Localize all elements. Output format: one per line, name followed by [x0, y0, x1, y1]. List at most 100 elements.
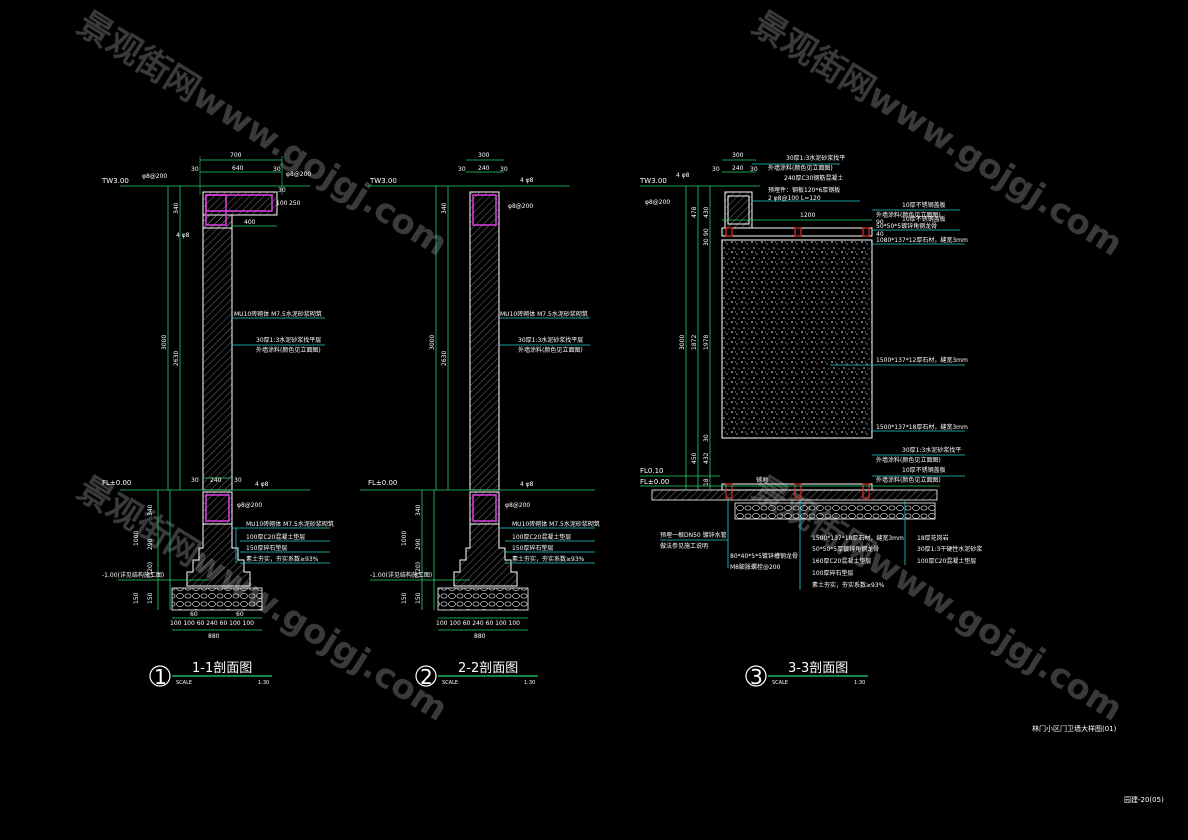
s3-fl1: FL0.10: [640, 467, 664, 475]
s1-n2: 100厚C20混凝土垫层: [246, 533, 305, 541]
s1-n3: 150厚碎石垫层: [246, 544, 287, 552]
wall-1-body: [202, 214, 233, 491]
s1-scale-value: 1:30: [258, 680, 269, 686]
s3-bl1: 预埋一根DN50 镀锌水管: [660, 531, 727, 539]
s1-low-4: 4 φ8: [255, 481, 269, 488]
steel-bracket-1: [725, 227, 733, 237]
s1-mid2b: 外墙涂料(颜色见立面图): [256, 346, 321, 354]
s1-dim-low-b: 240: [210, 477, 222, 484]
s1-dim-foot-parts: 100 100 60 240 60 100 100: [170, 620, 254, 627]
s2-n2: 100厚C20混凝土垫层: [512, 533, 571, 541]
s2-mid1: MU10砖砌体 M7.5水泥砂浆砌筑: [500, 310, 588, 318]
wall-2-gravel: [437, 587, 529, 611]
footer: 林门小区门卫墙大样图(01) 园建-20(05): [1032, 724, 1164, 804]
s3-t1: 30厚1:3水泥砂浆找平: [786, 154, 845, 162]
s1-low-bar: φ8@200: [237, 502, 262, 509]
s1-mid2a: 30厚1:3水泥砂浆找平层: [256, 336, 321, 344]
wall-3-cap: [724, 191, 753, 229]
s1-dim-h-total: 3000: [161, 335, 168, 350]
base-gravel: [734, 502, 936, 520]
steel-bracket-5: [794, 483, 802, 499]
s3-r7: 1500*137*18厚石材，缝宽3mm: [876, 423, 968, 431]
wall-1-beam: [202, 491, 233, 525]
s2-dim-f5: 150: [401, 592, 408, 604]
s3-r10: 10厚不锈钢盖板: [902, 466, 946, 474]
s3-br2: 30厚1:3干硬性水泥砂浆: [917, 545, 982, 553]
s2-n4: 素土夯实，夯实系数≥93%: [512, 555, 585, 563]
s3-dim-w40: 40: [876, 231, 884, 238]
s3-dim-v-low3: 18: [703, 478, 710, 486]
wall-2-cap-rebar: [472, 194, 497, 226]
s3-dim-v-low1: 450: [691, 452, 698, 464]
s2-tw: TW3.00: [369, 177, 397, 185]
s3-t2: 外墙涂料(颜色见立面图): [768, 164, 833, 172]
wall-3-cap-rebar: [727, 195, 750, 225]
s2-dim-top-b: 240: [478, 165, 490, 172]
s1-dim-right-a: 30: [278, 187, 286, 194]
s1-title-block: 1 1-1剖面图 SCALE 1:30: [149, 661, 272, 689]
s1-bar-4: 4 φ8: [176, 232, 190, 239]
s2-dim-f6: 150: [415, 592, 422, 604]
s3-br1: 18厚花岗岩: [917, 534, 949, 542]
s2-dim-top-total: 300: [478, 152, 490, 159]
wall-2-beam: [469, 491, 500, 525]
s1-fl: FL±0.00: [102, 479, 131, 487]
s3-fl2: FL±0.00: [640, 478, 669, 486]
s1-tw: TW3.00: [101, 177, 129, 185]
s2-bar-4: 4 φ8: [520, 177, 534, 184]
s1-dim-cap-h1: 340: [173, 202, 180, 214]
section-2-2: TW3.00 FL±0.00 -1.00(详见结构施工图) 4 φ8 φ8@20…: [360, 152, 600, 689]
s3-title-block: 3 3-3剖面图 SCALE 1:30: [745, 661, 868, 689]
s2-mid2b: 外墙涂料(颜色见立面图): [518, 346, 583, 354]
s2-dim-foot-parts: 100 100 60 240 60 100 100: [436, 620, 520, 627]
s1-dim-top-a: 30: [191, 166, 199, 173]
s3-dim-top-c: 30: [750, 166, 758, 173]
s3-dim-top-a: 30: [712, 166, 720, 173]
s2-dim-f4: (120): [415, 562, 422, 578]
s3-r6: 1500*137*12厚石材，缝宽3mm: [876, 356, 968, 364]
s2-dim-top-c: 30: [500, 166, 508, 173]
s2-low-4: 4 φ8: [520, 481, 534, 488]
s3-br3: 100厚C20混凝土垫层: [917, 557, 976, 565]
wall-3-top-plate: [721, 227, 873, 237]
s1-dim-foot-w: 880: [208, 633, 220, 640]
s2-scale-value: 1:30: [524, 680, 535, 686]
s2-number: 2: [420, 665, 433, 689]
wall-1-gravel: [171, 587, 263, 611]
section-1-1: TW3.00 FL±0.00 -1.00(详见结构施工图) φ8@200 φ8@…: [101, 152, 334, 689]
s2-dim-cap-h1: 340: [441, 202, 448, 214]
s3-b2: 50*50*5厚镀锌角钢龙骨: [812, 545, 879, 553]
s1-dim-f6: 150: [147, 592, 154, 604]
s3-dim-v4: 30: [703, 238, 710, 246]
s1-dim-right-c: 250: [289, 200, 301, 207]
s3-dim-v1: 478: [691, 206, 698, 218]
s3-dim-v2: 430: [703, 206, 710, 218]
s3-scale-value: 1:30: [854, 680, 865, 686]
s2-bar-top: φ8@200: [508, 203, 533, 210]
stone-panel: [721, 239, 873, 439]
s2-fl: FL±0.00: [368, 479, 397, 487]
s2-n1: MU10砖砌体 M7.5水泥砂浆砌筑: [512, 520, 600, 528]
watermark-1: 景观街网www.gojgj.com: [70, 4, 454, 265]
s3-r3: 50*50*5镀锌角钢龙骨: [876, 222, 937, 230]
steel-bracket-4: [725, 483, 733, 499]
s1-dim-low-a: 30: [191, 477, 199, 484]
section-3-3: TW3.00 FL0.10 FL±0.00 4 φ8 φ8@200 30厚1:3…: [639, 152, 982, 689]
s1-n4: 素土夯实，夯实系数≥93%: [246, 555, 319, 563]
s3-dim-v-mid2: 1978: [703, 335, 710, 350]
s1-dim-f1: 340: [147, 504, 154, 516]
s3-r1: 10厚不锈钢盖板: [902, 201, 946, 209]
s3-dim-v-total: 3000: [679, 335, 686, 350]
s3-dim-v-small: 30: [703, 434, 710, 442]
s3-scale-label: SCALE: [772, 680, 788, 686]
s3-dim-v-low2: 432: [703, 452, 710, 464]
s3-tw: TW3.00: [639, 177, 667, 185]
s3-t4: 预埋件：钢板120*6厚钢板: [768, 186, 840, 194]
s1-dim-f3: 290: [147, 538, 154, 550]
s3-dim-w90: 90: [876, 219, 884, 226]
s2-neg: -1.00(详见结构施工图): [370, 571, 432, 579]
s3-b4: 100厚碎石垫层: [812, 569, 853, 577]
wall-1-beam-rebar: [205, 494, 230, 522]
s3-r2: 外墙涂料(颜色见立面图): [876, 211, 941, 219]
